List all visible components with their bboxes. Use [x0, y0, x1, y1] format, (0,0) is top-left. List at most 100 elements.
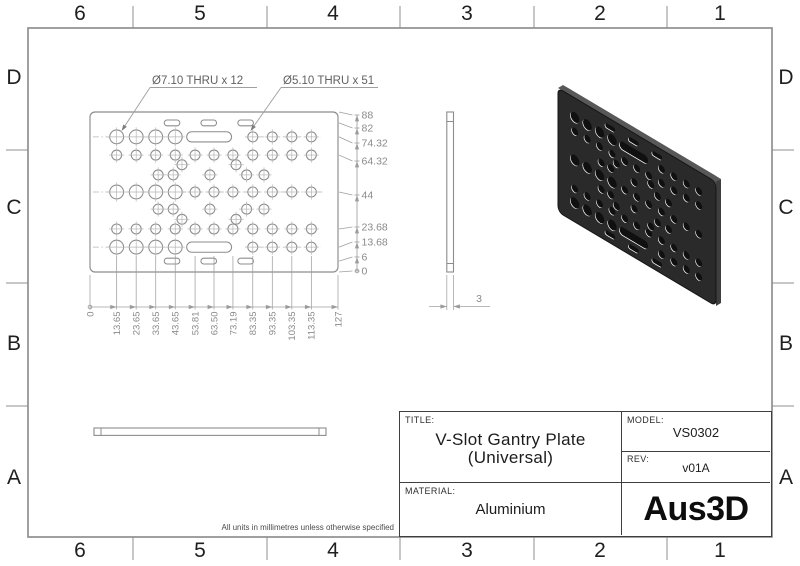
svg-text:93.35: 93.35: [268, 312, 279, 336]
iso-large-hole: [570, 197, 580, 209]
rev-cell: REV: v01A: [622, 452, 770, 483]
svg-text:64.32: 64.32: [362, 156, 388, 168]
zone-row-label: D: [6, 66, 22, 89]
zone-row-label: A: [6, 466, 22, 489]
iso-small-hole: [695, 201, 703, 210]
iso-small-hole: [658, 207, 665, 216]
model-cell: MODEL: VS0302: [622, 412, 770, 452]
iso-small-hole: [571, 127, 579, 136]
zone-col-label: 5: [194, 2, 206, 25]
zone-row-label: C: [778, 196, 794, 219]
svg-text:33.65: 33.65: [151, 312, 162, 336]
iso-slot: [619, 141, 649, 164]
iso-small-hole: [670, 257, 678, 266]
svg-text:43.65: 43.65: [171, 312, 182, 336]
zone-col-label: 6: [74, 2, 86, 25]
iso-small-hole: [683, 179, 690, 188]
hole-callouts: Ø7.10 THRU x 12 Ø5.10 THRU x 51: [121, 75, 378, 131]
iso-small-hole: [633, 192, 641, 202]
zone-row-label: B: [778, 332, 794, 355]
iso-small-hole: [654, 218, 661, 227]
slot: [186, 241, 233, 253]
iso-large-hole: [607, 176, 617, 188]
iso-small-hole: [598, 185, 605, 194]
zone-col-label: 5: [194, 539, 206, 562]
material-cell: MATERIAL: Aluminium: [400, 483, 622, 535]
iso-slot: [652, 258, 663, 267]
svg-text:0: 0: [85, 312, 96, 317]
iso-small-hole: [584, 134, 591, 143]
iso-slot: [619, 226, 649, 249]
svg-text:0: 0: [362, 266, 368, 278]
bottom-view: [93, 427, 327, 436]
iso-small-hole: [596, 199, 604, 208]
iso-small-hole: [647, 180, 655, 189]
iso-small-hole: [631, 178, 638, 187]
iso-small-hole: [584, 192, 591, 201]
iso-small-hole: [631, 204, 638, 213]
iso-small-hole: [633, 221, 641, 230]
iso-small-hole: [683, 251, 690, 260]
iso-large-hole: [595, 169, 605, 181]
svg-text:53.81: 53.81: [190, 312, 201, 336]
material-label: MATERIAL:: [405, 486, 456, 496]
iso-small-hole: [658, 236, 665, 245]
iso-small-hole: [607, 190, 615, 199]
svg-text:63.50: 63.50: [209, 312, 220, 336]
title-label: TITLE:: [405, 415, 435, 425]
zone-col-label: 4: [327, 2, 339, 25]
title-cell: TITLE: V-Slot Gantry Plate (Universal): [400, 412, 622, 483]
drawing-title-line2: (Universal): [467, 448, 554, 467]
zone-row-label: A: [778, 466, 794, 489]
svg-text:Ø7.10 THRU x 12: Ø7.10 THRU x 12: [152, 75, 243, 87]
slot: [237, 119, 254, 127]
iso-small-hole: [621, 214, 629, 223]
zone-col-label: 3: [461, 2, 473, 25]
zone-col-label: 2: [594, 2, 606, 25]
iso-small-hole: [645, 228, 653, 237]
drawing-title-line1: V-Slot Gantry Plate: [435, 430, 586, 449]
zone-row-label: D: [778, 66, 794, 89]
svg-text:3: 3: [476, 293, 482, 305]
iso-small-hole: [571, 184, 579, 193]
title-block: TITLE: V-Slot Gantry Plate (Universal) M…: [399, 411, 772, 537]
iso-small-hole: [695, 272, 703, 281]
side-view: 3: [429, 111, 490, 310]
zone-row-label: B: [6, 332, 22, 355]
iso-small-hole: [658, 164, 665, 174]
svg-text:73.19: 73.19: [228, 312, 239, 336]
iso-small-hole: [665, 225, 673, 234]
iso-small-hole: [621, 157, 629, 166]
iso-small-hole: [665, 198, 673, 207]
zone-col-label: 4: [327, 539, 339, 562]
svg-text:44: 44: [362, 190, 374, 202]
model-label: MODEL:: [627, 415, 664, 425]
zone-col-label: 6: [74, 539, 86, 562]
svg-text:82: 82: [362, 123, 374, 135]
zone-col-label: 1: [714, 539, 726, 562]
iso-large-hole: [570, 111, 580, 124]
iso-small-hole: [654, 192, 661, 201]
svg-text:23.65: 23.65: [132, 312, 143, 336]
svg-text:6: 6: [362, 252, 368, 264]
svg-text:Ø5.10 THRU x 51: Ø5.10 THRU x 51: [283, 75, 374, 87]
iso-small-hole: [670, 186, 678, 195]
iso-small-hole: [645, 200, 653, 209]
iso-slot: [652, 151, 663, 160]
iso-small-hole: [609, 206, 616, 215]
iso-small-hole: [695, 258, 703, 267]
svg-text:13.68: 13.68: [362, 237, 388, 249]
iso-small-hole: [607, 164, 615, 173]
iso-small-hole: [621, 185, 629, 194]
iso-large-hole: [583, 119, 592, 131]
iso-slot: [628, 137, 639, 146]
iso-large-hole: [607, 133, 617, 146]
slot: [200, 119, 218, 127]
iso-slot: [628, 244, 639, 253]
svg-text:74.32: 74.32: [362, 138, 388, 150]
iso-small-hole: [658, 250, 665, 259]
iso-large-hole: [595, 126, 605, 138]
zone-col-label: 1: [714, 2, 726, 25]
